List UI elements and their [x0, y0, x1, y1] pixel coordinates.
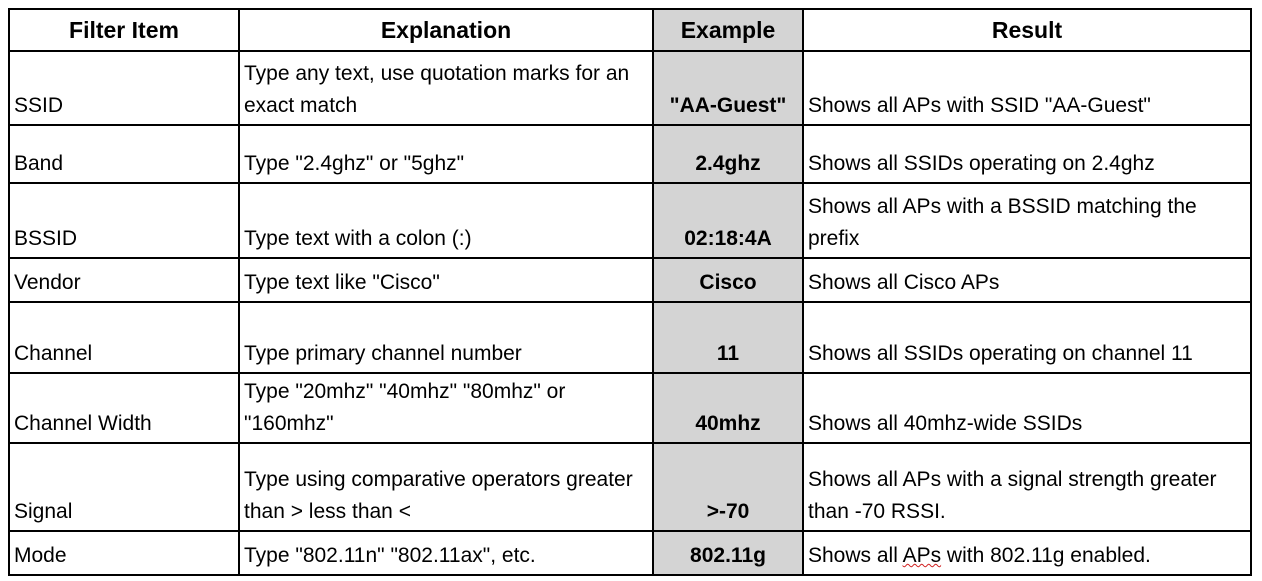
filter-item-cell: Mode — [8, 530, 240, 576]
example-cell: Cisco — [652, 257, 804, 303]
example-cell: 40mhz — [652, 372, 804, 444]
table-row: Channel Type primary channel number 11 S… — [8, 301, 1252, 374]
result-cell: Shows all SSIDs operating on channel 11 — [802, 301, 1252, 374]
explanation-cell: Type "20mhz" "40mhz" "80mhz" or "160mhz" — [238, 372, 654, 444]
result-cell: Shows all APs with SSID "AA-Guest" — [802, 50, 1252, 126]
example-cell: 02:18:4A — [652, 182, 804, 259]
example-cell: "AA-Guest" — [652, 50, 804, 126]
explanation-cell: Type text like "Cisco" — [238, 257, 654, 303]
filter-table: Filter Item Explanation Example Result S… — [8, 8, 1252, 576]
table-row: Channel Width Type "20mhz" "40mhz" "80mh… — [8, 372, 1252, 444]
result-cell: Shows all APs with a signal strength gre… — [802, 442, 1252, 532]
explanation-cell: Type using comparative operators greater… — [238, 442, 654, 532]
header-filter-item: Filter Item — [8, 8, 240, 52]
explanation-cell: Type primary channel number — [238, 301, 654, 374]
filter-item-cell: BSSID — [8, 182, 240, 259]
filter-item-cell: Vendor — [8, 257, 240, 303]
example-cell: 11 — [652, 301, 804, 374]
table-row: SSID Type any text, use quotation marks … — [8, 50, 1252, 126]
table-row: Vendor Type text like "Cisco" Cisco Show… — [8, 257, 1252, 303]
filter-item-cell: Channel Width — [8, 372, 240, 444]
explanation-cell: Type any text, use quotation marks for a… — [238, 50, 654, 126]
spellcheck-flagged-word: APs — [902, 544, 942, 567]
result-cell: Shows all APs with a BSSID matching the … — [802, 182, 1252, 259]
table-row: Signal Type using comparative operators … — [8, 442, 1252, 532]
filter-item-cell: SSID — [8, 50, 240, 126]
explanation-cell: Type text with a colon (:) — [238, 182, 654, 259]
table-row: Mode Type "802.11n" "802.11ax", etc. 802… — [8, 530, 1252, 576]
result-text-part: with 802.11g enabled. — [941, 544, 1151, 567]
filter-item-cell: Channel — [8, 301, 240, 374]
result-cell: Shows all Cisco APs — [802, 257, 1252, 303]
explanation-cell: Type "802.11n" "802.11ax", etc. — [238, 530, 654, 576]
example-cell: >-70 — [652, 442, 804, 532]
header-example: Example — [652, 8, 804, 52]
example-cell: 2.4ghz — [652, 124, 804, 184]
result-cell: Shows all SSIDs operating on 2.4ghz — [802, 124, 1252, 184]
explanation-cell: Type "2.4ghz" or "5ghz" — [238, 124, 654, 184]
result-cell: Shows all 40mhz-wide SSIDs — [802, 372, 1252, 444]
result-cell: Shows all APs with 802.11g enabled. — [802, 530, 1252, 576]
header-explanation: Explanation — [238, 8, 654, 52]
table-row: BSSID Type text with a colon (:) 02:18:4… — [8, 182, 1252, 259]
table-row: Band Type "2.4ghz" or "5ghz" 2.4ghz Show… — [8, 124, 1252, 184]
example-cell: 802.11g — [652, 530, 804, 576]
result-text-part: Shows all — [808, 544, 903, 567]
header-result: Result — [802, 8, 1252, 52]
header-row: Filter Item Explanation Example Result — [8, 8, 1252, 52]
filter-item-cell: Band — [8, 124, 240, 184]
filter-item-cell: Signal — [8, 442, 240, 532]
